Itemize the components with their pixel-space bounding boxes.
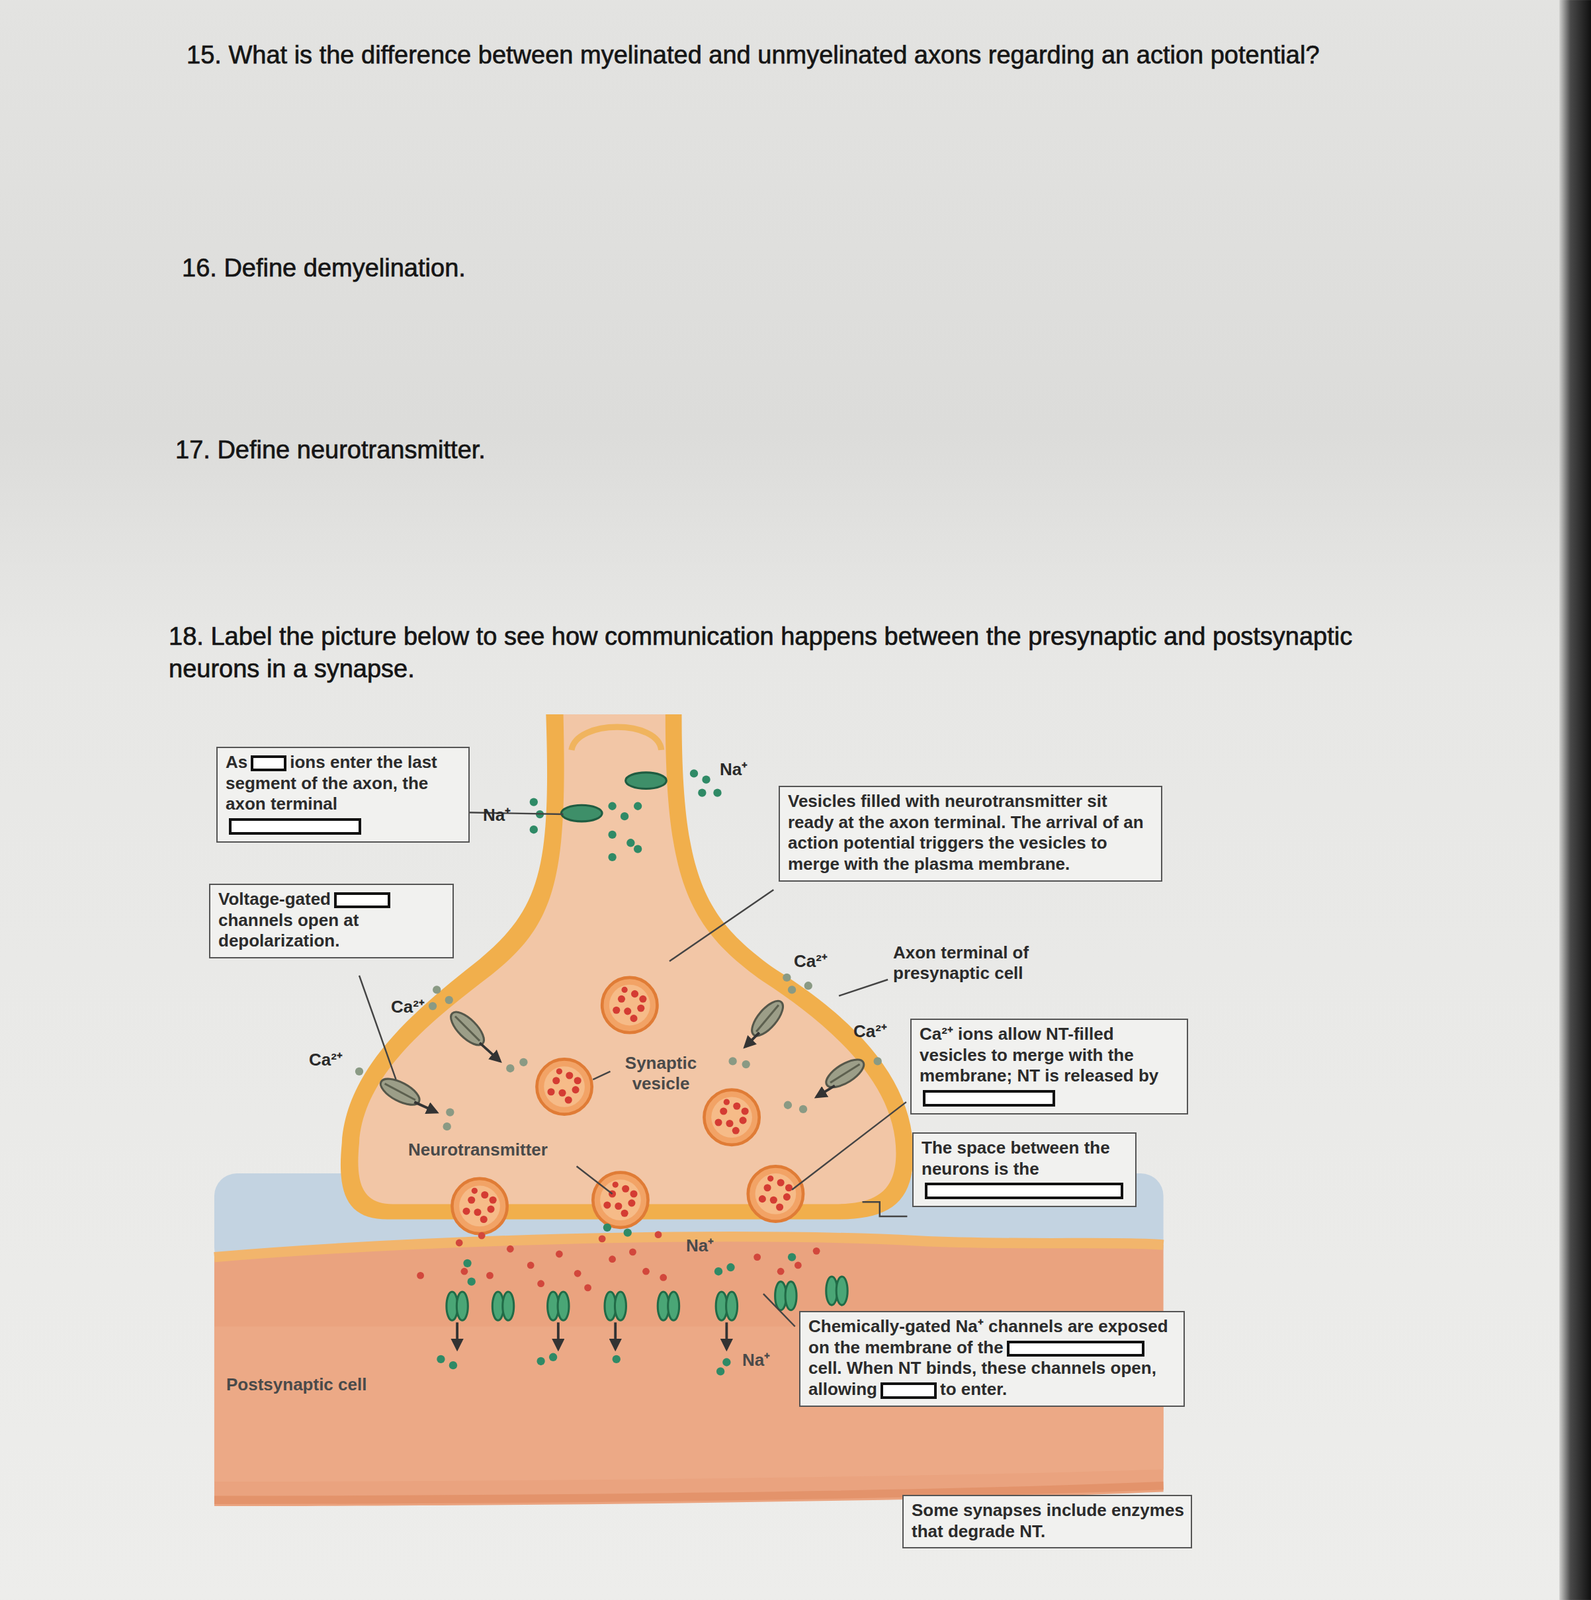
sodium-receptor: [492, 1291, 514, 1321]
box-text: The space between the neurons is the: [921, 1137, 1111, 1179]
box-text: As: [225, 752, 248, 773]
synaptic-vesicle: [536, 1059, 592, 1115]
blank-box: [1006, 1340, 1145, 1358]
synaptic-vesicle: [602, 977, 657, 1033]
calcium-channel: [821, 1054, 868, 1093]
neurotransmitter-molecules: [416, 1231, 820, 1292]
box-text: Some synapses include enzymes that degra…: [911, 1500, 1185, 1542]
box-text: Voltage-gated: [218, 889, 331, 909]
label-box: Some synapses include enzymes that degra…: [902, 1495, 1193, 1549]
sodium-ions: [529, 769, 722, 862]
sodium-receptor: [547, 1291, 569, 1321]
calcium-arrow: [816, 1085, 835, 1097]
sodium-receptor: [657, 1291, 679, 1321]
fused-vesicle: [451, 1178, 507, 1234]
part-label: Neurotransmitter: [408, 1139, 548, 1161]
question-text: 18. Label the picture below to see how c…: [168, 620, 1394, 687]
calcium-ions: [355, 973, 882, 1132]
ion-label: Na⁺: [482, 805, 511, 826]
calcium-channel: [445, 1006, 489, 1050]
sodium-receptor: [715, 1291, 737, 1321]
ion-label: Na⁺: [686, 1235, 714, 1257]
ion-label: Ca²⁺: [308, 1049, 343, 1071]
desk-edge: [1559, 0, 1591, 1600]
box-text: Vesicles filled with neurotransmitter si…: [787, 791, 1144, 874]
ion-label: Na⁺: [742, 1350, 771, 1371]
ion-label: Na⁺: [719, 759, 748, 780]
blank-box: [250, 755, 287, 773]
axon-top-dome: [571, 727, 662, 751]
sodium-channel: [560, 805, 602, 822]
blank-box: [334, 892, 391, 909]
label-box: Vesicles filled with neurotransmitter si…: [778, 785, 1163, 882]
label-box: Ca²⁺ ions allow NT-filled vesicles to me…: [910, 1018, 1189, 1115]
synaptic-vesicle: [703, 1090, 759, 1146]
box-text: channels open at depolarization.: [218, 910, 359, 952]
blank-box: [880, 1382, 937, 1400]
sodium-channel: [625, 772, 667, 790]
question-text: 17. Define neurotransmitter.: [175, 433, 1380, 467]
calcium-arrow: [479, 1043, 501, 1062]
calcium-channel: [377, 1073, 424, 1111]
box-text: to enter.: [940, 1379, 1007, 1400]
blank-box: [922, 1090, 1056, 1107]
part-label: Axon terminal of presynaptic cell: [893, 942, 1069, 984]
label-box: Voltage-gatedchannels open at depolariza…: [209, 883, 454, 959]
ion-label: Ca²⁺: [390, 996, 425, 1018]
postsynaptic-cell: [214, 1237, 1164, 1507]
fused-vesicle: [592, 1172, 648, 1228]
calcium-channel: [746, 996, 789, 1041]
box-text: Ca²⁺ ions allow NT-filled vesicles to me…: [919, 1024, 1159, 1086]
ion-label: Ca²⁺: [853, 1021, 888, 1042]
fused-vesicle: [748, 1166, 804, 1222]
question-text: 15. What is the difference between myeli…: [186, 39, 1391, 72]
label-box: The space between the neurons is the: [912, 1132, 1137, 1208]
sodium-receptor: [826, 1276, 848, 1306]
calcium-arrow: [414, 1102, 437, 1113]
ion-label: Ca²⁺: [793, 951, 828, 972]
sodium-ions-cleft: [463, 1223, 796, 1287]
label-box: Chemically-gated Na⁺ channels are expose…: [799, 1311, 1185, 1408]
sodium-receptor: [775, 1282, 797, 1311]
calcium-arrow: [744, 1032, 760, 1048]
question-text: 16. Define demyelination.: [181, 252, 1386, 285]
part-label: Postsynaptic cell: [226, 1374, 380, 1396]
sodium-receptor: [446, 1291, 468, 1321]
label-box: Asions enter the last segment of the axo…: [216, 746, 470, 843]
influx-arrows: [457, 1322, 727, 1349]
sodium-ions-inside: [436, 1353, 731, 1376]
part-label: Synaptic vesicle: [607, 1053, 714, 1095]
blank-box: [228, 818, 362, 835]
sodium-receptor: [604, 1291, 626, 1321]
blank-box: [924, 1182, 1124, 1200]
